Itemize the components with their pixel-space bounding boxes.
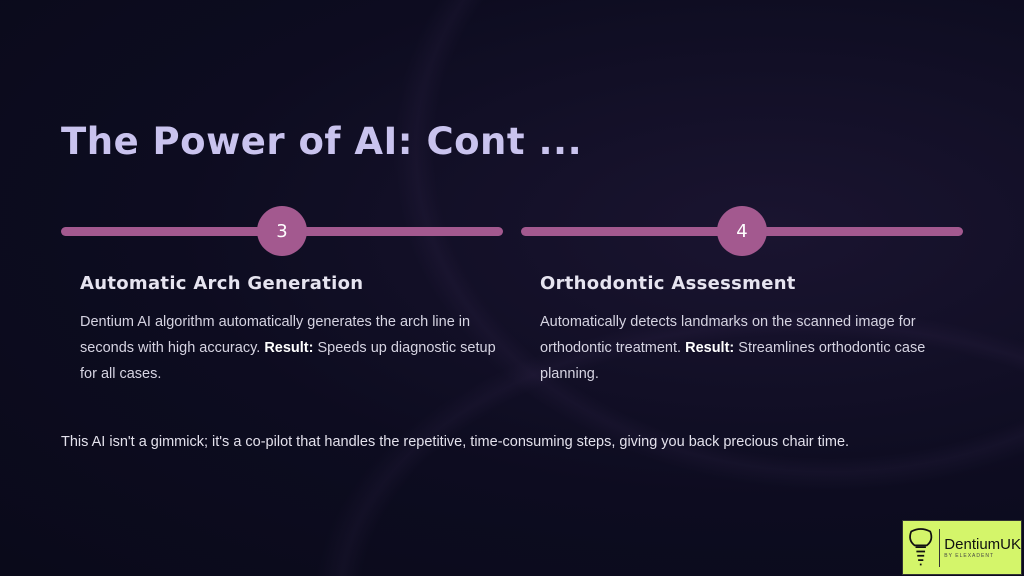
step-heading: Orthodontic Assessment xyxy=(540,273,796,294)
result-text: Streamlines orthodontic case planning. xyxy=(540,340,926,382)
logo-divider xyxy=(939,528,941,567)
dentiumuk-logo: DentiumUK BY ELEXADENT xyxy=(902,520,1022,575)
step-number-badge: 3 xyxy=(257,206,307,256)
step-text: Automatically detects landmarks on the s… xyxy=(540,314,916,356)
result-text: Speeds up diagnostic setup for all cases… xyxy=(80,340,496,382)
result-label: Result: xyxy=(685,340,735,356)
logo-text: DentiumUK BY ELEXADENT xyxy=(944,536,1021,559)
result-label: Result: xyxy=(264,340,314,356)
step-text: Dentium AI algorithm automatically gener… xyxy=(80,314,471,356)
step-description: Dentium AI algorithm automatically gener… xyxy=(80,309,500,387)
logo-subtitle: BY ELEXADENT xyxy=(944,553,994,559)
page-title: The Power of AI: Cont ... xyxy=(61,120,583,163)
step-number-badge: 4 xyxy=(717,206,767,256)
footer-text: This AI isn't a gimmick; it's a co-pilot… xyxy=(61,434,850,450)
step-description: Automatically detects landmarks on the s… xyxy=(540,309,940,387)
tooth-implant-icon xyxy=(909,527,933,565)
step-heading: Automatic Arch Generation xyxy=(80,273,364,294)
logo-name: DentiumUK xyxy=(944,536,1021,553)
